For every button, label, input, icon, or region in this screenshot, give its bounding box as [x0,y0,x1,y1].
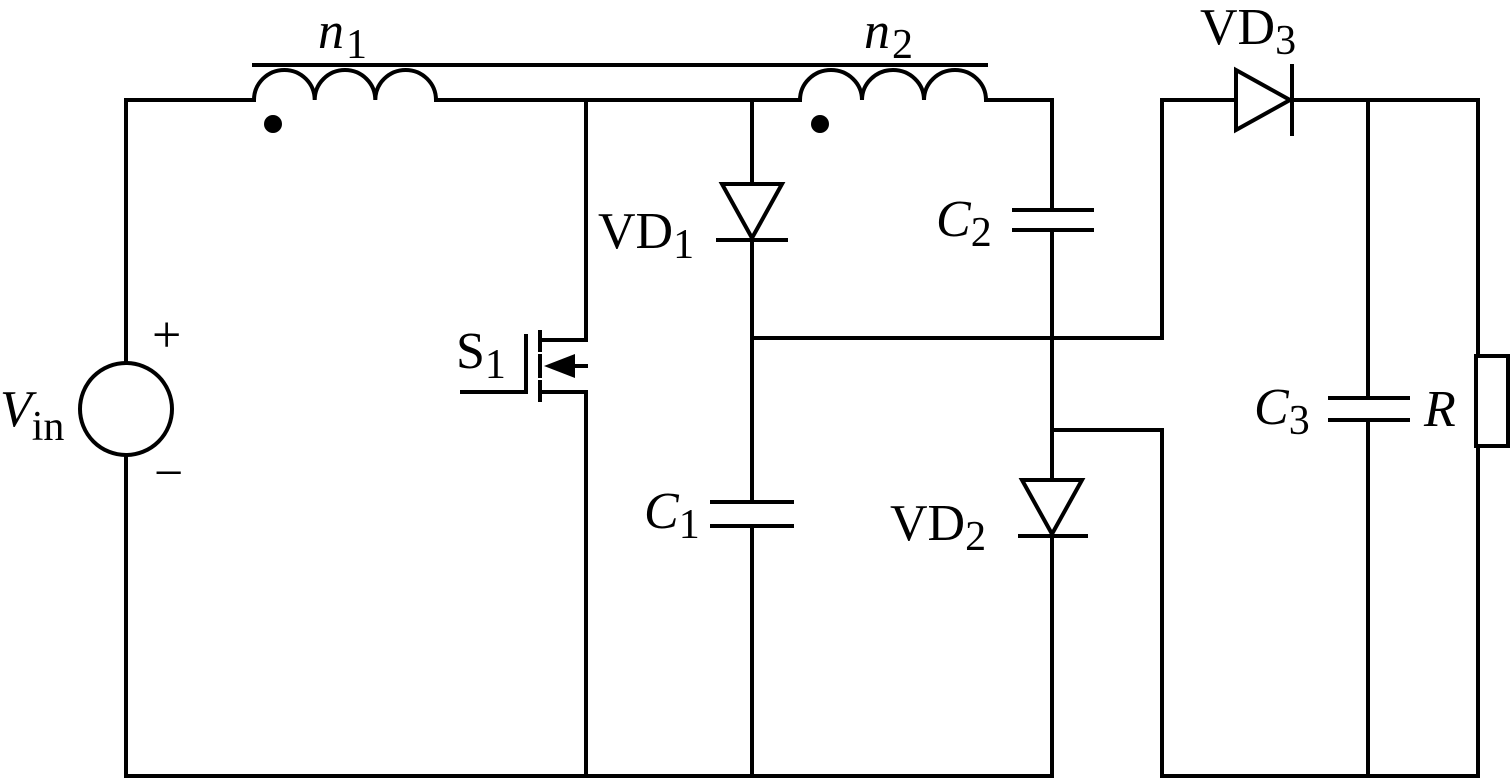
s1-gate [460,334,528,394]
coupled-inductor [251,63,989,133]
label-s1: S1 [456,323,506,388]
wire-output-top [1290,98,1480,358]
label-n1: n1 [318,3,367,68]
label-plus: + [152,307,181,364]
resistor-r [1474,354,1510,448]
diode-vd2 [1018,478,1088,539]
label-r: R [1423,381,1456,438]
capacitor-c1 [710,500,794,528]
label-c2: C2 [936,191,992,256]
label-vin: Vin [0,381,64,450]
inductor-n2 [797,68,989,103]
wires [124,98,1480,778]
label-c1: C1 [644,483,700,548]
label-vd1: VD1 [598,203,694,268]
wire-lower-output [1050,428,1164,778]
s1-arrow [544,354,575,378]
dot-n2 [811,115,829,133]
mosfet-s1 [460,330,588,402]
voltage-source-vin [78,361,174,457]
label-n2: n2 [864,3,913,68]
capacitor-c3 [1328,396,1410,422]
dot-n1 [264,115,282,133]
wire-middle-node [750,98,1238,340]
label-minus: − [154,445,183,502]
capacitor-c2 [1012,208,1094,232]
label-vd2: VD2 [890,495,986,560]
label-c3: C3 [1254,379,1310,444]
inductor-n1 [251,68,439,103]
diode-vd1 [716,182,788,243]
label-vd3: VD3 [1200,0,1296,64]
diode-vd3 [1234,64,1295,136]
